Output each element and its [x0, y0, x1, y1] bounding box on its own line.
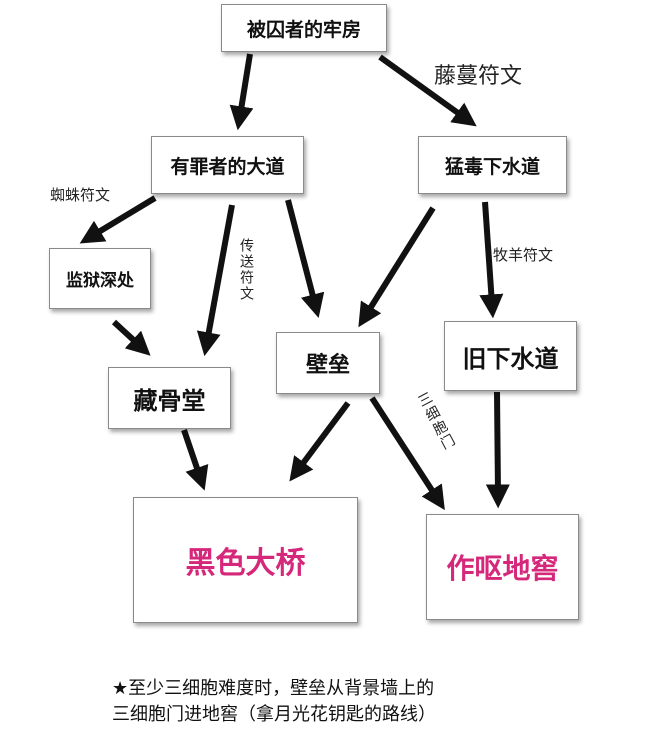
node-ramparts-label: 壁垒 [305, 353, 350, 378]
node-ossuary: 藏骨堂 [108, 367, 231, 429]
node-sinners-road-label: 有罪者的大道 [170, 155, 285, 178]
edge-label-teleport-rune: 传送符文 [238, 238, 254, 302]
arrow-ossuary-to-bridge [181, 429, 209, 491]
arrow-oldsewer-to-cellar [485, 391, 510, 509]
edge-label-ram-rune: 牧羊符文 [493, 246, 554, 264]
node-old-sewer-label: 旧下水道 [462, 344, 559, 373]
arrow-sewer-to-oldsewer [479, 201, 504, 319]
arrow-ramparts-to-cellar [369, 396, 445, 511]
node-ossuary-label: 藏骨堂 [133, 386, 206, 415]
node-ramparts: 壁垒 [276, 332, 380, 394]
arrow-road-to-ramparts [285, 199, 325, 318]
footnote-line-1: ★至少三细胞难度时，壁垒从背景墙上的 [112, 678, 435, 699]
node-black-bridge: 黑色大桥 [133, 497, 358, 623]
node-prison-depths-label: 监狱深处 [66, 271, 134, 291]
arrow-depths-to-ossuary [111, 319, 151, 356]
node-black-bridge-label: 黑色大桥 [185, 546, 306, 581]
node-toxic-sewer-label: 猛毒下水道 [444, 155, 540, 178]
arrow-cell-to-sewer [378, 54, 477, 127]
node-sinners-road: 有罪者的大道 [151, 136, 304, 194]
arrow-sewer-to-ramparts [358, 206, 436, 328]
node-toxic-sewer: 猛毒下水道 [418, 136, 567, 194]
footnote-line-2: 三细胞门进地窖（拿月光花钥匙的路线） [112, 704, 436, 725]
node-insalubrious-ossuary-label: 作呕地窖 [446, 552, 559, 585]
node-old-sewer: 旧下水道 [444, 321, 577, 391]
node-prison-depths: 监狱深处 [49, 248, 151, 309]
node-prison-cell: 被囚者的牢房 [221, 4, 387, 52]
node-insalubrious-ossuary: 作呕地窖 [426, 514, 579, 620]
arrow-road-to-depths [79, 195, 157, 244]
edge-label-spider-rune: 蜘蛛符文 [50, 186, 111, 204]
arrow-ramparts-to-bridge [289, 401, 351, 482]
arrow-road-to-ossuary [196, 204, 235, 357]
node-prison-cell-label: 被囚者的牢房 [246, 18, 361, 41]
arrow-cell-to-road [229, 53, 254, 131]
edge-label-vine-rune: 藤蔓符文 [434, 64, 523, 89]
footnote: ★至少三细胞难度时，壁垒从背景墙上的 三细胞门进地窖（拿月光花钥匙的路线） [112, 676, 436, 728]
